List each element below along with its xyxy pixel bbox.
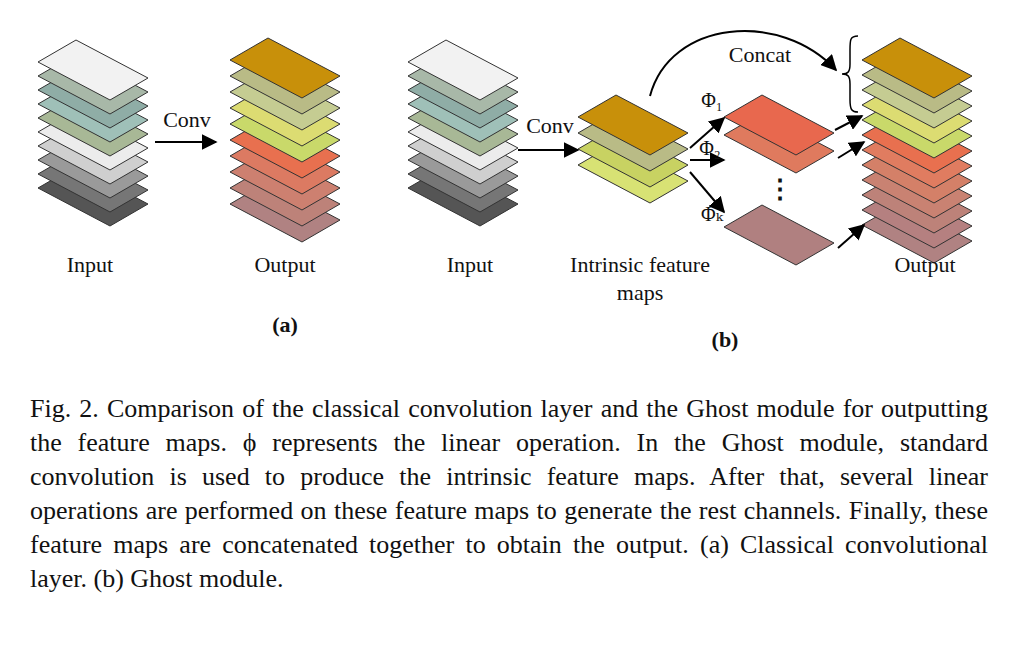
label: Φₖ [701, 202, 723, 227]
label: Intrinsic feature maps [555, 251, 725, 306]
figure-caption: Fig. 2. Comparison of the classical conv… [30, 392, 988, 596]
label: Conv [163, 106, 211, 134]
label: (b) [712, 326, 739, 354]
merge-arrow [838, 142, 864, 158]
feature-map [408, 40, 518, 100]
feature-map [724, 205, 834, 265]
feature-map [862, 38, 972, 98]
feature-map [38, 40, 148, 100]
label: Output [254, 251, 315, 279]
label: Concat [729, 41, 791, 69]
label: Conv [526, 112, 574, 140]
label: Input [447, 251, 493, 279]
concat-curve [650, 31, 836, 96]
concat-bracket [842, 36, 858, 112]
conv-arrow [155, 141, 216, 143]
label: Φ₂ [699, 136, 721, 161]
label: Output [894, 251, 955, 279]
merge-arrow [838, 225, 864, 248]
label: Input [67, 251, 113, 279]
label: ⋮ [767, 174, 793, 207]
feature-map [578, 95, 688, 155]
phi-arrow [690, 159, 724, 161]
feature-map [724, 95, 834, 155]
feature-map [230, 38, 340, 98]
merge-arrow [835, 116, 862, 130]
conv-arrow [518, 149, 578, 151]
label: (a) [272, 311, 298, 339]
label: Φ₁ [701, 88, 723, 113]
